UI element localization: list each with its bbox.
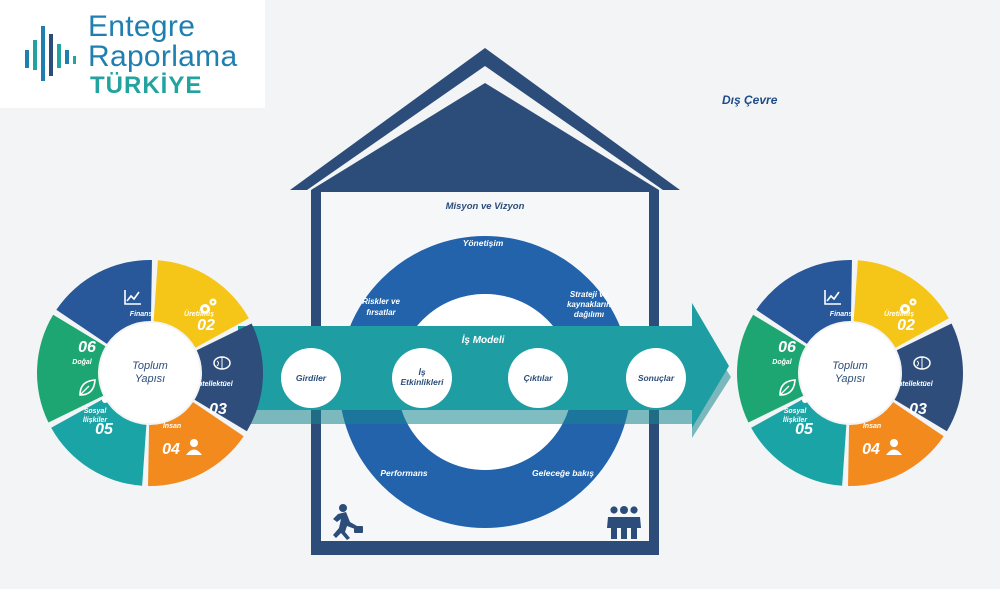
step-label: Çıktılar (524, 373, 554, 383)
mission-label: Misyon ve Vizyon (446, 201, 525, 212)
governance-label: Yönetişim (463, 238, 504, 248)
capital-segment: 04 İnsan (848, 402, 944, 486)
segment-number: 06 (778, 339, 796, 356)
step-circle (281, 348, 341, 408)
segment-number: 02 (897, 317, 915, 334)
arrow-body (238, 303, 729, 428)
step-label: Sonuçlar (638, 373, 675, 383)
segment-shape (894, 323, 963, 432)
segment-number: 05 (95, 421, 114, 438)
segment-label: Entellektüel (893, 381, 933, 388)
person-icon (886, 439, 902, 455)
logo-line-2: Raporlama (88, 40, 238, 73)
logo-line-3: TÜRKİYE (90, 72, 203, 99)
capital-wheel-left: 01Finansal02Üretilmiş03Entellektüel04İns… (37, 260, 263, 486)
step-label: Girdiler (296, 373, 327, 383)
logo: Entegre Raporlama TÜRKİYE (0, 0, 265, 108)
chart-icon (124, 290, 141, 305)
wheel-center (800, 323, 900, 423)
segment-shape (56, 260, 152, 344)
segment-shape (853, 260, 949, 348)
brain-icon (913, 356, 931, 370)
runner-icon (333, 504, 363, 540)
step-circle (626, 348, 686, 408)
segment-shape (37, 314, 106, 423)
step-circle (392, 348, 452, 408)
gears-icon (200, 298, 217, 314)
segment-label: Finansal (830, 311, 859, 318)
team-icon (607, 506, 641, 539)
wheel-center (100, 323, 200, 423)
segment-label: Doğal (72, 359, 93, 366)
segment-shape (153, 260, 249, 348)
outlook-label: Geleceğe bakış (532, 468, 594, 478)
capital-segment: 03 Entellektüel (893, 323, 963, 432)
capital-segment: 04 İnsan (148, 402, 244, 486)
person-icon (186, 439, 202, 455)
logo-bars-icon (25, 26, 76, 81)
environment-label: Dış Çevre (722, 93, 778, 107)
segment-number: 04 (862, 441, 880, 458)
step-circle (508, 348, 568, 408)
segment-number: 03 (909, 401, 927, 418)
house-roof-fill (311, 83, 659, 190)
brain-icon (213, 356, 231, 370)
segment-number: 02 (197, 317, 215, 334)
segment-number: 05 (795, 421, 814, 438)
business-model-title: İş Modeli (462, 333, 505, 346)
segment-shape (756, 260, 852, 344)
segment-number: 04 (162, 441, 180, 458)
capital-wheel-right: 01Finansal02Üretilmiş03Entellektüel04İns… (737, 260, 963, 486)
segment-shape (51, 398, 147, 486)
segment-shape (751, 398, 847, 486)
chart-icon (824, 290, 841, 305)
performance-label: Performans (380, 468, 428, 478)
gears-icon (900, 298, 917, 314)
segment-label: Doğal (772, 359, 793, 366)
leaf-icon (779, 379, 796, 396)
segment-label: Üretilmiş (884, 309, 914, 318)
leaf-icon (79, 379, 96, 396)
segment-label: Üretilmiş (184, 309, 214, 318)
capital-segment: 03 Entellektüel (193, 323, 263, 432)
segment-number: 06 (78, 339, 96, 356)
segment-label: İnsan (163, 422, 181, 430)
segment-label: İnsan (863, 422, 881, 430)
logo-line-1: Entegre (88, 10, 196, 43)
segment-number: 03 (209, 401, 227, 418)
segment-shape (194, 323, 263, 432)
segment-label: Entellektüel (193, 381, 233, 388)
segment-label: Finansal (130, 311, 159, 318)
segment-shape (737, 314, 806, 423)
